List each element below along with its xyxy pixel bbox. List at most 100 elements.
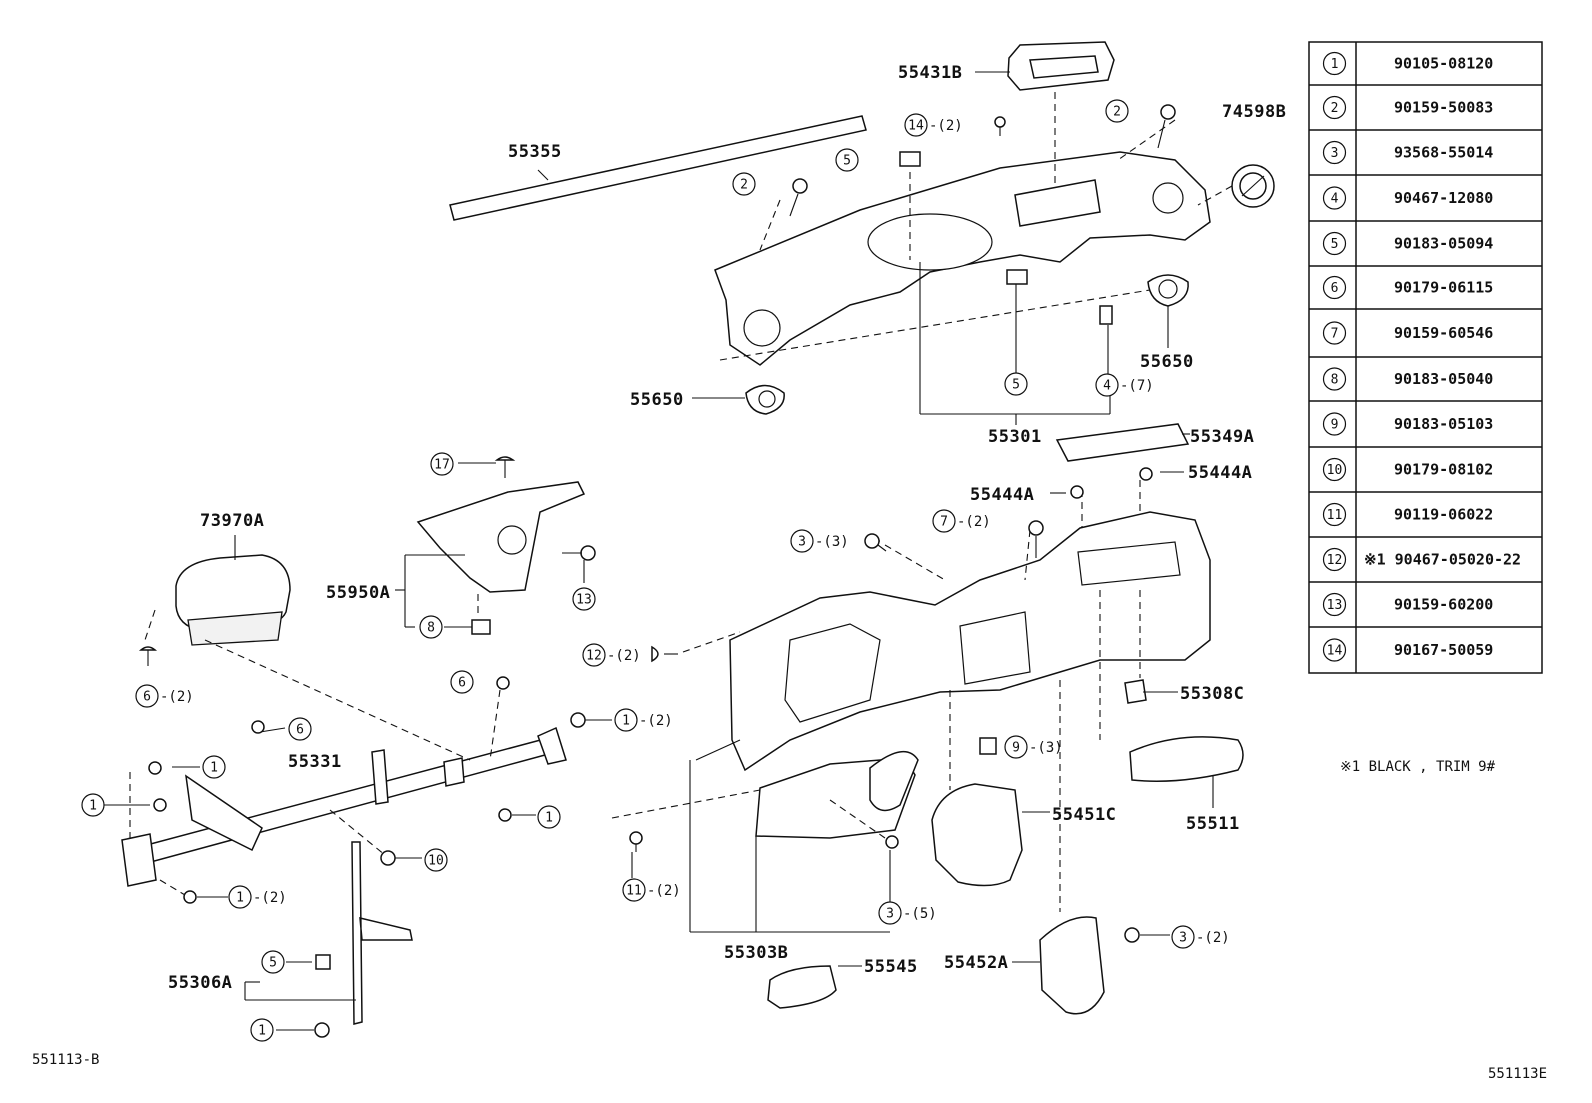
table-ref-number: 8 [1331, 373, 1339, 388]
callout-number: 3 [1179, 931, 1187, 946]
callout-number: 6 [296, 723, 304, 738]
callout-number: 5 [269, 956, 277, 971]
table-part-number: 90183-05103 [1394, 415, 1493, 433]
table-ref-number: 10 [1327, 463, 1343, 478]
table-ref-circle [1322, 186, 1347, 210]
callout-circle [135, 684, 159, 708]
callout-circle [790, 529, 814, 553]
table-ref-circle [1322, 412, 1347, 436]
callout-5: 5 [261, 950, 285, 974]
callout-circle [1105, 99, 1129, 123]
callout-quantity: -(2) [639, 713, 673, 729]
callout-number: 1 [236, 891, 244, 906]
part-label-55301: 55301 [988, 427, 1042, 447]
callout-circle [250, 1018, 274, 1042]
table-row: 10 90179-08102 [1322, 457, 1493, 482]
table-ref-number: 6 [1331, 281, 1339, 296]
callout-number: 7 [940, 515, 948, 530]
callout-9: 9-(3) [1004, 735, 1063, 759]
callout-circle [81, 793, 105, 817]
callout-5: 5 [835, 148, 859, 172]
table-part-number: 90183-05094 [1394, 235, 1493, 253]
callout-4: 4-(7) [1095, 373, 1154, 397]
vent-left [745, 384, 785, 415]
table-part-number: 90183-05040 [1394, 370, 1493, 388]
table-row: 12※1 90467-05020-22 [1322, 547, 1521, 572]
callout-number: 1 [622, 714, 630, 729]
table-ref-circle [1322, 638, 1347, 662]
part-label-55355: 55355 [508, 142, 562, 162]
table-ref-number: 12 [1327, 553, 1343, 568]
callout-1: 1 -(2) [614, 708, 673, 732]
callout-number: 5 [1012, 378, 1020, 393]
part-label-55451c: 55451C [1052, 805, 1116, 825]
part-label-73970a: 73970A [200, 511, 264, 531]
callout-7: 7-(2) [932, 509, 991, 533]
part-label-55452a: 55452A [944, 953, 1008, 973]
table-ref-circle [1322, 321, 1347, 345]
table-ref-number: 2 [1331, 101, 1339, 116]
callout-1: 1 [250, 1018, 274, 1042]
table-part-number: 90179-08102 [1394, 461, 1493, 479]
callout-circle [419, 615, 443, 639]
part-label-55444a: 55444A [1188, 463, 1252, 483]
trim-note: ※1 BLACK , TRIM 9# [1340, 759, 1496, 775]
callout-6: 6 [288, 717, 312, 741]
table-ref-number: 14 [1327, 644, 1343, 659]
callout-number: 1 [258, 1024, 266, 1039]
callout-circle [1004, 372, 1028, 396]
callout-circle [572, 587, 596, 611]
callout-circle [228, 885, 252, 909]
table-row: 14 90167-50059 [1322, 638, 1493, 662]
callout-number: 10 [428, 854, 444, 869]
table-ref-number: 4 [1331, 192, 1339, 207]
callout-circle [878, 901, 902, 925]
table-part-number: 90105-08120 [1394, 55, 1493, 73]
defroster-strip [449, 115, 867, 221]
callout-3: 3 -(2) [1171, 925, 1230, 949]
callout-number: 3 [886, 907, 894, 922]
callout-13: 13 [572, 587, 596, 611]
table-ref-number: 1 [1331, 57, 1339, 72]
table-ref-circle [1322, 140, 1347, 165]
callout-2: 2 [1105, 99, 1129, 123]
table-part-number: 90119-06022 [1394, 506, 1493, 524]
table-part-number: 90167-50059 [1394, 641, 1493, 659]
callout-circle [622, 878, 646, 902]
callout-circle [424, 848, 448, 872]
part-label-55650: 55650 [1140, 352, 1194, 372]
dash-mat [1055, 423, 1190, 462]
callout-circle [288, 717, 312, 741]
callout-number: 12 [586, 649, 602, 664]
callout-circle [614, 708, 638, 732]
table-ref-number: 5 [1331, 237, 1339, 252]
airbag [175, 554, 291, 646]
callout-circle [1004, 735, 1028, 759]
part-label-55303b: 55303B [724, 943, 788, 963]
callout-quantity: -(5) [903, 906, 937, 922]
part-label-55308c: 55308C [1180, 684, 1244, 704]
callout-circle [450, 670, 474, 694]
glove-handle [1129, 736, 1244, 782]
callout-quantity: -(2) [1196, 930, 1230, 946]
round-cap [1231, 164, 1275, 208]
part-shapes [121, 41, 1275, 1025]
callout-number: 1 [89, 799, 97, 814]
callout-circle [202, 755, 226, 779]
table-ref-circle [1322, 367, 1347, 391]
table-part-number: 90467-12080 [1394, 189, 1493, 207]
callout-2: 2 [732, 172, 756, 196]
storage-box [931, 783, 1023, 887]
callout-3: 3 -(5) [878, 901, 937, 925]
callout-3: 3-(3) [790, 529, 849, 553]
part-label-55444a: 55444A [970, 485, 1034, 505]
table-row: 8 90183-05040 [1322, 367, 1493, 391]
